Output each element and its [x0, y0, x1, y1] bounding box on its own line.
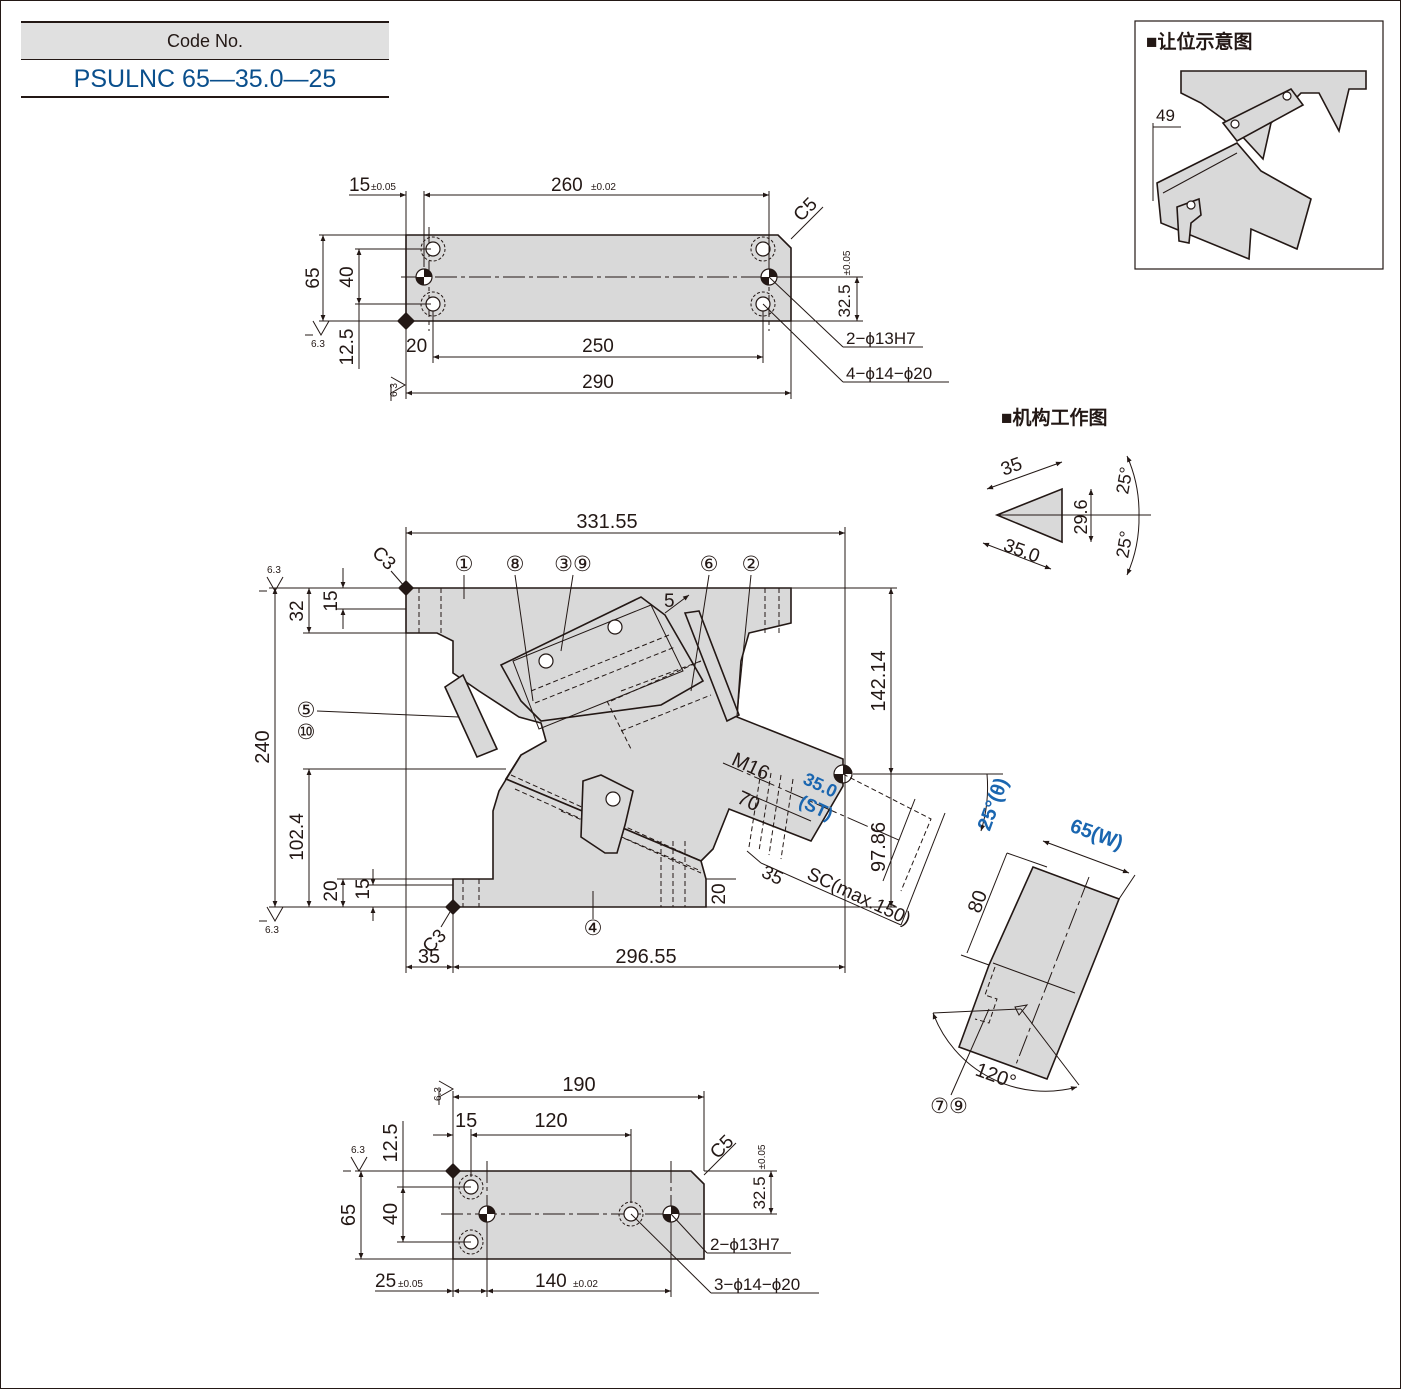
top-dim-65: 65: [303, 267, 324, 288]
mechanism-diagram-title: ■机构工作图: [1001, 406, 1107, 429]
front-dim-102-4: 102.4: [287, 813, 308, 861]
bottom-dim-12-5: 12.5: [380, 1124, 402, 1163]
mech-angle-25-top: 25°: [1112, 465, 1136, 495]
top-chamfer-c5: C5: [790, 194, 822, 226]
top-dim-15: 15: [349, 175, 370, 196]
cam-width-label: 65(W): [1067, 815, 1126, 854]
part-label-4: ④: [584, 917, 603, 940]
mech-dim-35-0: 35.0: [1000, 535, 1042, 567]
part-label-10: ⑩: [297, 721, 316, 744]
front-dim-5: 5: [664, 591, 675, 612]
front-dim-240: 240: [252, 730, 274, 763]
top-dim-260: 260: [551, 175, 583, 196]
front-dim-20-right: 20: [709, 883, 730, 904]
bottom-dim-32-5-tol: ±0.05: [757, 1144, 768, 1169]
svg-text:6.3: 6.3: [389, 383, 400, 397]
top-dim-250: 250: [582, 336, 614, 357]
part-number-labels: ① ⑧ ③⑨ ⑥ ② ⑤ ⑩ ④: [297, 553, 761, 940]
mech-angle-25-bottom: 25°: [1112, 529, 1136, 559]
bottom-dim-65: 65: [338, 1204, 360, 1226]
part-label-8: ⑧: [506, 553, 525, 576]
bottom-dim-190: 190: [562, 1074, 595, 1096]
part-label-3-9: ③⑨: [554, 553, 592, 576]
relief-dim-49: 49: [1156, 106, 1175, 125]
bottom-callout-cbore: 3−ϕ14−ϕ20: [714, 1275, 800, 1294]
top-dim-40: 40: [337, 266, 358, 287]
code-number-box: Code No. PSULNC 65—35.0—25: [21, 21, 389, 98]
svg-text:6.3: 6.3: [351, 1145, 365, 1156]
part-label-2: ②: [742, 553, 761, 576]
top-dim-290: 290: [582, 372, 614, 393]
bottom-plate: [452, 1170, 705, 1260]
bottom-dim-15: 15: [455, 1110, 477, 1132]
front-dim-32: 32: [287, 600, 308, 621]
bottom-chamfer-c5: C5: [706, 1131, 738, 1163]
bottom-dim-140: 140: [535, 1271, 567, 1292]
relief-diagram-title: ■让位示意图: [1146, 30, 1252, 53]
mechanism-diagram: ■机构工作图 35 35.0 29.6 25° 25°: [982, 406, 1151, 576]
top-plate: [405, 234, 792, 322]
bottom-dim-25: 25: [375, 1271, 396, 1292]
front-view: 331.55 35 296.55 240 32 15 102.4 20: [252, 511, 1013, 973]
top-dim-15-tol: ±0.05: [371, 182, 396, 193]
front-dim-20: 20: [321, 880, 342, 901]
mech-dim-29-6: 29.6: [1071, 499, 1091, 534]
front-chamfer-c3-top: C3: [368, 543, 400, 575]
svg-text:6.3: 6.3: [311, 339, 325, 350]
front-dim-35: 35: [418, 946, 440, 968]
top-dim-32-5-tol: ±0.05: [842, 250, 853, 275]
front-dim-142-14: 142.14: [868, 650, 890, 711]
cam-detail: 65(W) 80 120° ⑦⑨: [930, 815, 1136, 1118]
relief-diagram: ■让位示意图 49: [1134, 20, 1384, 270]
part-label-5: ⑤: [297, 699, 316, 722]
roughness-symbol: 6.3 6.3: [343, 1080, 455, 1173]
bottom-dim-140-tol: ±0.02: [573, 1279, 598, 1290]
front-dim-296-55: 296.55: [615, 946, 676, 968]
front-angle-theta: 25°(θ): [974, 775, 1013, 834]
front-dim-15-top: 15: [321, 590, 342, 611]
front-stopper: [580, 774, 634, 854]
code-number-label: Code No.: [21, 21, 389, 60]
top-callout-cbore: 4−ϕ14−ϕ20: [846, 364, 932, 383]
top-dim-260-tol: ±0.02: [591, 182, 616, 193]
front-handle: [443, 673, 499, 759]
code-number-value: PSULNC 65—35.0—25: [21, 60, 389, 98]
bottom-dim-120: 120: [534, 1110, 567, 1132]
front-stroke-note: SC(max.150): [804, 864, 914, 930]
bottom-view: 190 15 120 C5 65 40 12.5 32.5 ±0.05: [338, 1074, 819, 1297]
roughness-symbol: 6.3 6.3: [305, 320, 407, 401]
top-dim-12-5: 12.5: [337, 329, 358, 366]
bottom-dim-32-5: 32.5: [750, 1176, 769, 1209]
svg-text:6.3: 6.3: [265, 925, 279, 936]
cam-dim-80: 80: [964, 887, 992, 915]
top-view: 15 ±0.05 260 ±0.02 C5 65 40 12.5 32.5 ±0…: [303, 175, 949, 401]
roughness-symbol: 6.3 6.3: [259, 565, 284, 936]
part-label-6: ⑥: [700, 553, 719, 576]
front-dim-35-slide: 35: [758, 862, 786, 890]
top-dim-32-5: 32.5: [835, 284, 854, 317]
bottom-dim-40: 40: [380, 1203, 402, 1225]
svg-text:6.3: 6.3: [267, 565, 281, 576]
part-label-1: ①: [455, 553, 474, 576]
cam-part-label-7-9: ⑦⑨: [930, 1095, 968, 1118]
front-dim-15-bottom: 15: [353, 878, 374, 899]
bottom-callout-dowel: 2−ϕ13H7: [710, 1235, 780, 1254]
front-guide-plate: [499, 596, 705, 722]
top-callout-dowel: 2−ϕ13H7: [846, 329, 916, 348]
front-dim-97-86: 97.86: [868, 822, 890, 872]
top-dim-20: 20: [406, 336, 427, 357]
svg-text:6.3: 6.3: [433, 1087, 444, 1101]
bottom-dim-25-tol: ±0.05: [398, 1279, 423, 1290]
front-dim-331-55: 331.55: [576, 511, 637, 533]
